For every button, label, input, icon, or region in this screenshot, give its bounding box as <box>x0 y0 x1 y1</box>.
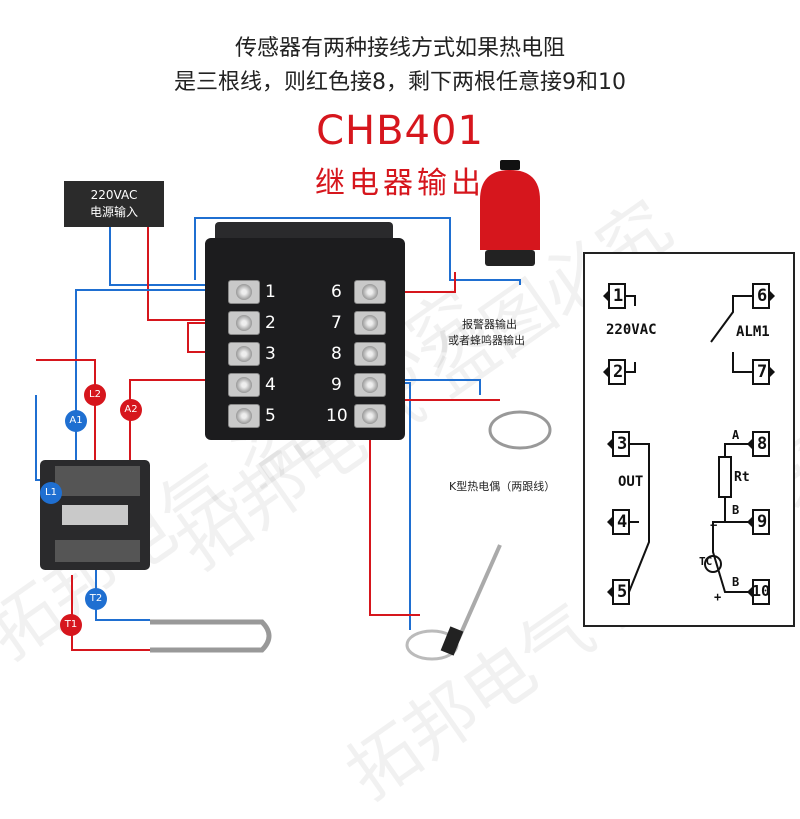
terminal-2 <box>228 311 260 335</box>
schematic-terminal-7: 7 <box>757 362 768 382</box>
schematic-label-b1: B <box>732 503 740 517</box>
wire-L2 <box>36 359 96 470</box>
model-title: CHB401 <box>316 108 484 154</box>
terminal-7 <box>354 311 386 335</box>
power-voltage: 220VAC <box>90 188 138 202</box>
schematic-drawing <box>603 283 775 605</box>
power-label: 电源输入 <box>89 205 138 219</box>
power-input-box: 220VAC 电源输入 <box>64 181 164 227</box>
wire-top-blue <box>194 217 521 285</box>
alarm-beacon-top <box>500 160 520 170</box>
schematic-panel <box>583 252 795 627</box>
label-A1: A1 <box>65 410 87 432</box>
wire-T2 <box>95 570 150 621</box>
terminal-number: 8 <box>331 344 342 364</box>
terminal-number: 6 <box>331 282 342 302</box>
terminal-number: 4 <box>265 375 276 395</box>
terminal-6 <box>354 280 386 304</box>
terminal-number: 10 <box>326 406 348 426</box>
instruction-line-2: 是三根线，则红色接8，剩下两根任意接9和10 <box>174 70 626 95</box>
schematic-terminal-1: 1 <box>613 286 624 306</box>
schematic-label-a: A <box>732 428 740 442</box>
wire-power-blue <box>109 227 230 286</box>
terminal-number: 1 <box>265 282 276 302</box>
alarm-beacon-dome <box>480 170 540 250</box>
thermocouple-probe <box>456 544 502 641</box>
label-L2: L2 <box>84 384 106 406</box>
schematic-label-b2: B <box>732 575 740 589</box>
schematic-terminal-3: 3 <box>617 434 628 454</box>
contactor-bottom <box>55 540 140 562</box>
wire-9-blue <box>390 379 481 395</box>
alarm-beacon-base <box>485 250 535 266</box>
wire-alarm-red <box>390 272 456 293</box>
heater-element <box>150 619 272 653</box>
terminal-10 <box>354 404 386 428</box>
schematic-terminal-10: 10 <box>752 582 771 600</box>
terminal-number: 5 <box>265 406 276 426</box>
buzzer-output-label: 或者蜂鸣器输出 <box>448 334 525 347</box>
schematic-terminal-2: 2 <box>613 362 624 382</box>
contactor-window <box>62 505 128 525</box>
terminal-4 <box>228 373 260 397</box>
thermocouple-probe-base <box>440 626 464 656</box>
schematic-label-tc: TC <box>699 555 713 568</box>
wiring-diagram <box>35 160 552 661</box>
schematic-alm-label: ALM1 <box>736 324 770 340</box>
terminal-1 <box>228 280 260 304</box>
terminal-5 <box>228 404 260 428</box>
schematic-terminal-6: 6 <box>757 286 768 306</box>
schematic-power-label: 220VAC <box>606 322 657 338</box>
label-T1: T1 <box>60 614 82 636</box>
schematic-label-plus: + <box>714 590 722 604</box>
terminal-number: 7 <box>331 313 342 333</box>
schematic-out-label: OUT <box>618 474 644 490</box>
thermocouple-coil <box>488 410 552 450</box>
terminal-number: 2 <box>265 313 276 333</box>
label-L1: L1 <box>40 482 62 504</box>
schematic-terminal-9: 9 <box>757 512 768 532</box>
schematic-terminal-8: 8 <box>757 434 768 454</box>
wire-power-red <box>147 227 230 321</box>
terminal-3 <box>228 342 260 366</box>
label-T2: T2 <box>85 588 107 610</box>
wire-4-red <box>129 379 230 470</box>
thermocouple-label: K型热电偶（两跟线） <box>449 480 556 493</box>
schematic-terminal-5: 5 <box>617 582 628 602</box>
wire-10-red-2 <box>369 420 420 616</box>
terminal-8 <box>354 342 386 366</box>
alarm-output-label: 报警器输出 <box>462 318 517 331</box>
schematic-label-rt: Rt <box>734 470 750 485</box>
contactor-top <box>55 466 140 496</box>
wire-T1 <box>71 575 150 651</box>
schematic-terminal-4: 4 <box>617 512 628 532</box>
terminal-9 <box>354 373 386 397</box>
terminal-number: 9 <box>331 375 342 395</box>
instruction-line-1: 传感器有两种接线方式如果热电阻 <box>234 36 565 61</box>
wire-10-red <box>390 399 500 413</box>
model-subtitle: 继电器输出 <box>315 166 485 201</box>
terminal-number: 3 <box>265 344 276 364</box>
label-A2: A2 <box>120 399 142 421</box>
schematic-label-minus: − <box>710 518 718 532</box>
